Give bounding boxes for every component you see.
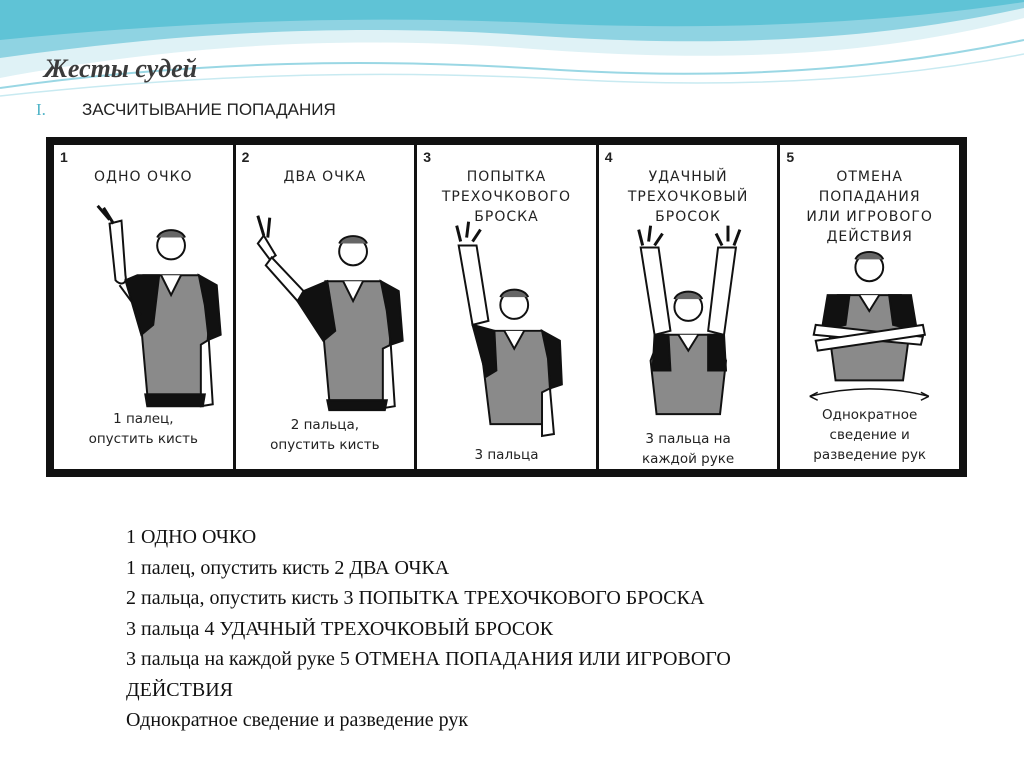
panel-number: 5 [786, 149, 795, 165]
panel-title: ОДНО ОЧКО [94, 169, 193, 185]
text-line: 3 пальца на каждой руке 5 ОТМЕНА ПОПАДАН… [126, 648, 731, 670]
section-heading-text: ЗАСЧИТЫВАНИЕ ПОПАДАНИЯ [82, 100, 336, 119]
panel-number: 2 [241, 149, 250, 165]
signal-panel-successful-three-point: 4 УДАЧНЫЙ ТРЕХОЧКОВЫЙ БРОСОК 3 пальца на… [599, 145, 781, 469]
header-wave-decoration [0, 0, 1024, 97]
slide-title: Жесты судей [44, 54, 198, 83]
panel-title: ПОПЫТКА ТРЕХОЧКОВОГО БРОСКА [441, 169, 572, 225]
panel-caption: 2 пальца, опустить кисть [270, 417, 380, 453]
referee-arms-crossing-illustration [809, 250, 930, 401]
referee-three-fingers-illustration [455, 221, 564, 438]
referee-two-fingers-illustration [255, 215, 404, 412]
section-heading: I. ЗАСЧИТЫВАНИЕ ПОПАДАНИЯ [36, 100, 336, 120]
signal-panel-cancel-score: 5 ОТМЕНА ПОПАДАНИЯ ИЛИ ИГРОВОГО ДЕЙСТВИЯ… [780, 145, 959, 469]
panel-caption: Однократное сведение и разведение рук [813, 407, 927, 463]
panel-title: ОТМЕНА ПОПАДАНИЯ ИЛИ ИГРОВОГО ДЕЙСТВИЯ [806, 169, 933, 245]
bullet-marker: I. [36, 100, 46, 119]
panel-number: 4 [604, 149, 613, 165]
text-line: 2 пальца, опустить кисть 3 ПОПЫТКА ТРЕХО… [126, 587, 705, 609]
text-line: 1 палец, опустить кисть 2 ДВА ОЧКА [126, 556, 450, 579]
panel-caption: 3 пальца [474, 447, 539, 463]
panel-caption: 1 палец, опустить кисть [88, 411, 198, 447]
panel-title: УДАЧНЫЙ ТРЕХОЧКОВЫЙ БРОСОК [627, 169, 749, 225]
panel-caption: 3 пальца на каждой руке [641, 431, 735, 467]
signals-description: 1 ОДНО ОЧКО 1 палец, опустить кисть 2 ДВ… [126, 522, 926, 736]
signal-panel-one-point: 1 ОДНО ОЧКО 1 палец, опустить кисть [54, 145, 236, 469]
signal-panel-two-points: 2 ДВА ОЧКА 2 пальца, опустить кисть [236, 145, 418, 469]
referee-both-hands-three-fingers-illustration [637, 225, 742, 416]
text-line: Однократное сведение и разведение рук [126, 709, 469, 731]
panel-number: 1 [60, 149, 68, 165]
text-line: 3 пальца 4 УДАЧНЫЙ ТРЕХОЧКОВЫЙ БРОСОК [126, 617, 554, 640]
referee-signals-strip: 1 ОДНО ОЧКО 1 палец, опустить кисть 2 ДВ… [46, 137, 967, 477]
panel-title: ДВА ОЧКА [283, 169, 367, 185]
text-line: 1 ОДНО ОЧКО [126, 526, 257, 548]
referee-one-finger-illustration [96, 204, 222, 408]
signal-panel-three-point-attempt: 3 ПОПЫТКА ТРЕХОЧКОВОГО БРОСКА 3 пальца [417, 145, 599, 469]
text-line: ДЕЙСТВИЯ [126, 678, 233, 701]
panel-number: 3 [423, 149, 431, 165]
